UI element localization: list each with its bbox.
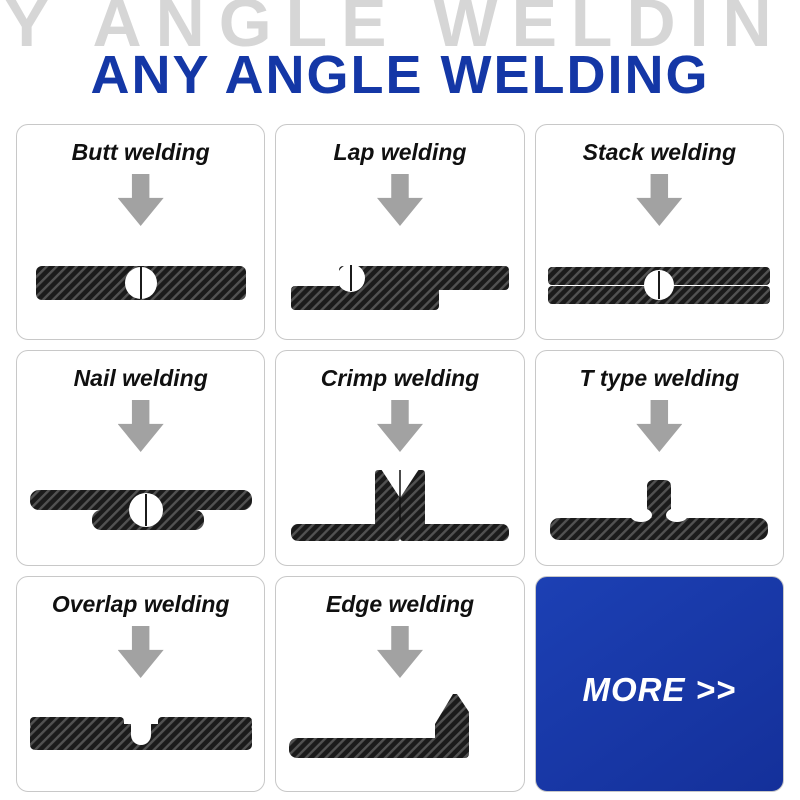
- t-type-welding-svg: [550, 479, 769, 540]
- page-title: ANY ANGLE WELDING: [90, 45, 710, 105]
- card-title: Crimp welding: [320, 365, 480, 391]
- card-title: Edge welding: [325, 591, 475, 617]
- more-button[interactable]: MORE >>: [534, 576, 784, 792]
- butt-welding-svg: [35, 265, 246, 300]
- crimp-welding-diagram: [276, 454, 523, 565]
- more-label: MORE >>: [582, 671, 737, 708]
- card-edge-welding: Edge welding: [275, 576, 525, 792]
- down-arrow-icon: [376, 174, 423, 226]
- card-title: Overlap welding: [51, 591, 230, 617]
- down-arrow-icon: [376, 626, 423, 678]
- overlap-welding-diagram: [17, 680, 264, 791]
- t-type-welding-diagram: [536, 454, 783, 565]
- card-title: Lap welding: [333, 139, 467, 165]
- card-butt-welding: Butt welding: [16, 124, 266, 340]
- butt-welding-diagram: [17, 228, 264, 339]
- lap-welding-svg: [290, 263, 509, 310]
- down-arrow-icon: [117, 626, 164, 678]
- down-arrow-icon: [117, 400, 164, 452]
- card-overlap-welding: Overlap welding: [16, 576, 266, 792]
- nail-welding-diagram: [17, 454, 264, 565]
- card-title: Nail welding: [73, 365, 208, 391]
- down-arrow-icon: [636, 174, 683, 226]
- header: Y ANGLE WELDIN ANY ANGLE WELDING: [0, 0, 800, 120]
- card-title: Butt welding: [71, 139, 210, 165]
- card-lap-welding: Lap welding: [275, 124, 525, 340]
- down-arrow-icon: [117, 174, 164, 226]
- down-arrow-icon: [636, 400, 683, 452]
- ghost-title: Y ANGLE WELDIN: [4, 0, 786, 61]
- card-stack-welding: Stack welding: [534, 124, 784, 340]
- lap-welding-diagram: [276, 228, 523, 339]
- down-arrow-icon: [376, 400, 423, 452]
- card-nail-welding: Nail welding: [16, 350, 266, 566]
- card-title: Stack welding: [582, 139, 736, 165]
- stack-welding-diagram: [536, 228, 783, 339]
- welding-types-grid: Butt welding Lap welding: [16, 124, 784, 792]
- edge-welding-diagram: [276, 680, 523, 791]
- nail-welding-svg: [29, 489, 252, 530]
- crimp-welding-svg: [290, 468, 509, 541]
- edge-welding-svg: [288, 693, 469, 758]
- card-t-type-welding: T type welding: [534, 350, 784, 566]
- card-crimp-welding: Crimp welding: [275, 350, 525, 566]
- overlap-welding-svg: [29, 716, 252, 750]
- stack-welding-svg: [548, 266, 771, 304]
- card-title: T type welding: [579, 365, 740, 391]
